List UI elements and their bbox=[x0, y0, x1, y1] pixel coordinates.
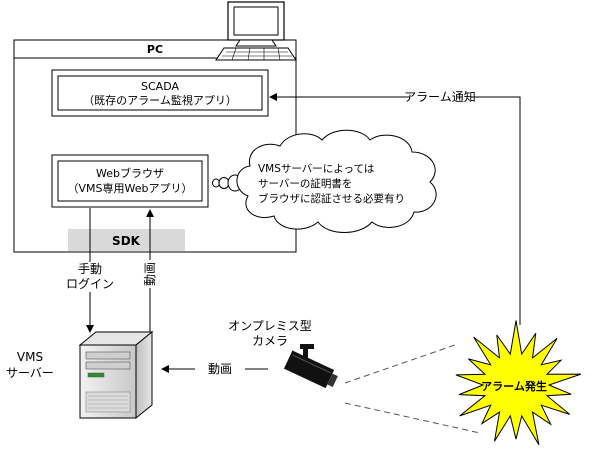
cloud-line-2: サーバーの証明書を bbox=[258, 177, 352, 190]
cloud-line-1: VMSサーバーによっては bbox=[258, 163, 374, 175]
sdk-label: SDK bbox=[112, 234, 141, 248]
browser-box: Webブラウザ （VMS専用Webアプリ） bbox=[51, 154, 209, 208]
cloud-line-3: ブラウザに認証させる必要有り bbox=[258, 192, 405, 205]
alarm-starburst: アラーム発生 bbox=[455, 320, 582, 446]
scada-box: SCADA （既存のアラーム監視アプリ） bbox=[51, 69, 269, 117]
video-left-arrow: 動画 bbox=[161, 362, 268, 376]
camera-label: オンプレミス型 カメラ bbox=[228, 319, 312, 348]
camera-label-2: カメラ bbox=[252, 334, 288, 348]
alarm-notice-label: アラーム通知 bbox=[404, 90, 476, 104]
alarm-notification-connector: アラーム通知 bbox=[269, 90, 521, 325]
camera-icon bbox=[283, 344, 338, 389]
monitor-icon bbox=[215, 1, 297, 61]
video-left-label: 動画 bbox=[208, 362, 232, 376]
pc-label: PC bbox=[147, 43, 163, 56]
video-up-label: 動画 bbox=[143, 262, 157, 286]
vms-server-label: VMS サーバー bbox=[6, 350, 54, 380]
sdk-bar: SDK bbox=[68, 229, 185, 251]
video-up-arrow: 動画 bbox=[143, 209, 157, 335]
manual-login-label-2: ログイン bbox=[66, 277, 114, 291]
manual-login-arrow: 手動 ログイン bbox=[66, 208, 114, 333]
scada-title: SCADA bbox=[141, 80, 179, 93]
manual-login-label-1: 手動 bbox=[78, 262, 102, 276]
browser-subtitle: （VMS専用Webアプリ） bbox=[68, 182, 193, 195]
note-cloud: VMSサーバーによっては サーバーの証明書を ブラウザに認証させる必要有り bbox=[236, 129, 437, 233]
server-icon bbox=[78, 330, 154, 420]
alarm-label: アラーム発生 bbox=[481, 379, 547, 393]
scada-subtitle: （既存のアラーム監視アプリ） bbox=[83, 93, 237, 107]
vms-server-label-2: サーバー bbox=[6, 366, 54, 380]
camera-label-1: オンプレミス型 bbox=[228, 319, 312, 333]
browser-title: Webブラウザ bbox=[96, 166, 164, 180]
camera-coverage-lines bbox=[344, 344, 481, 434]
vms-server-label-1: VMS bbox=[17, 350, 43, 364]
